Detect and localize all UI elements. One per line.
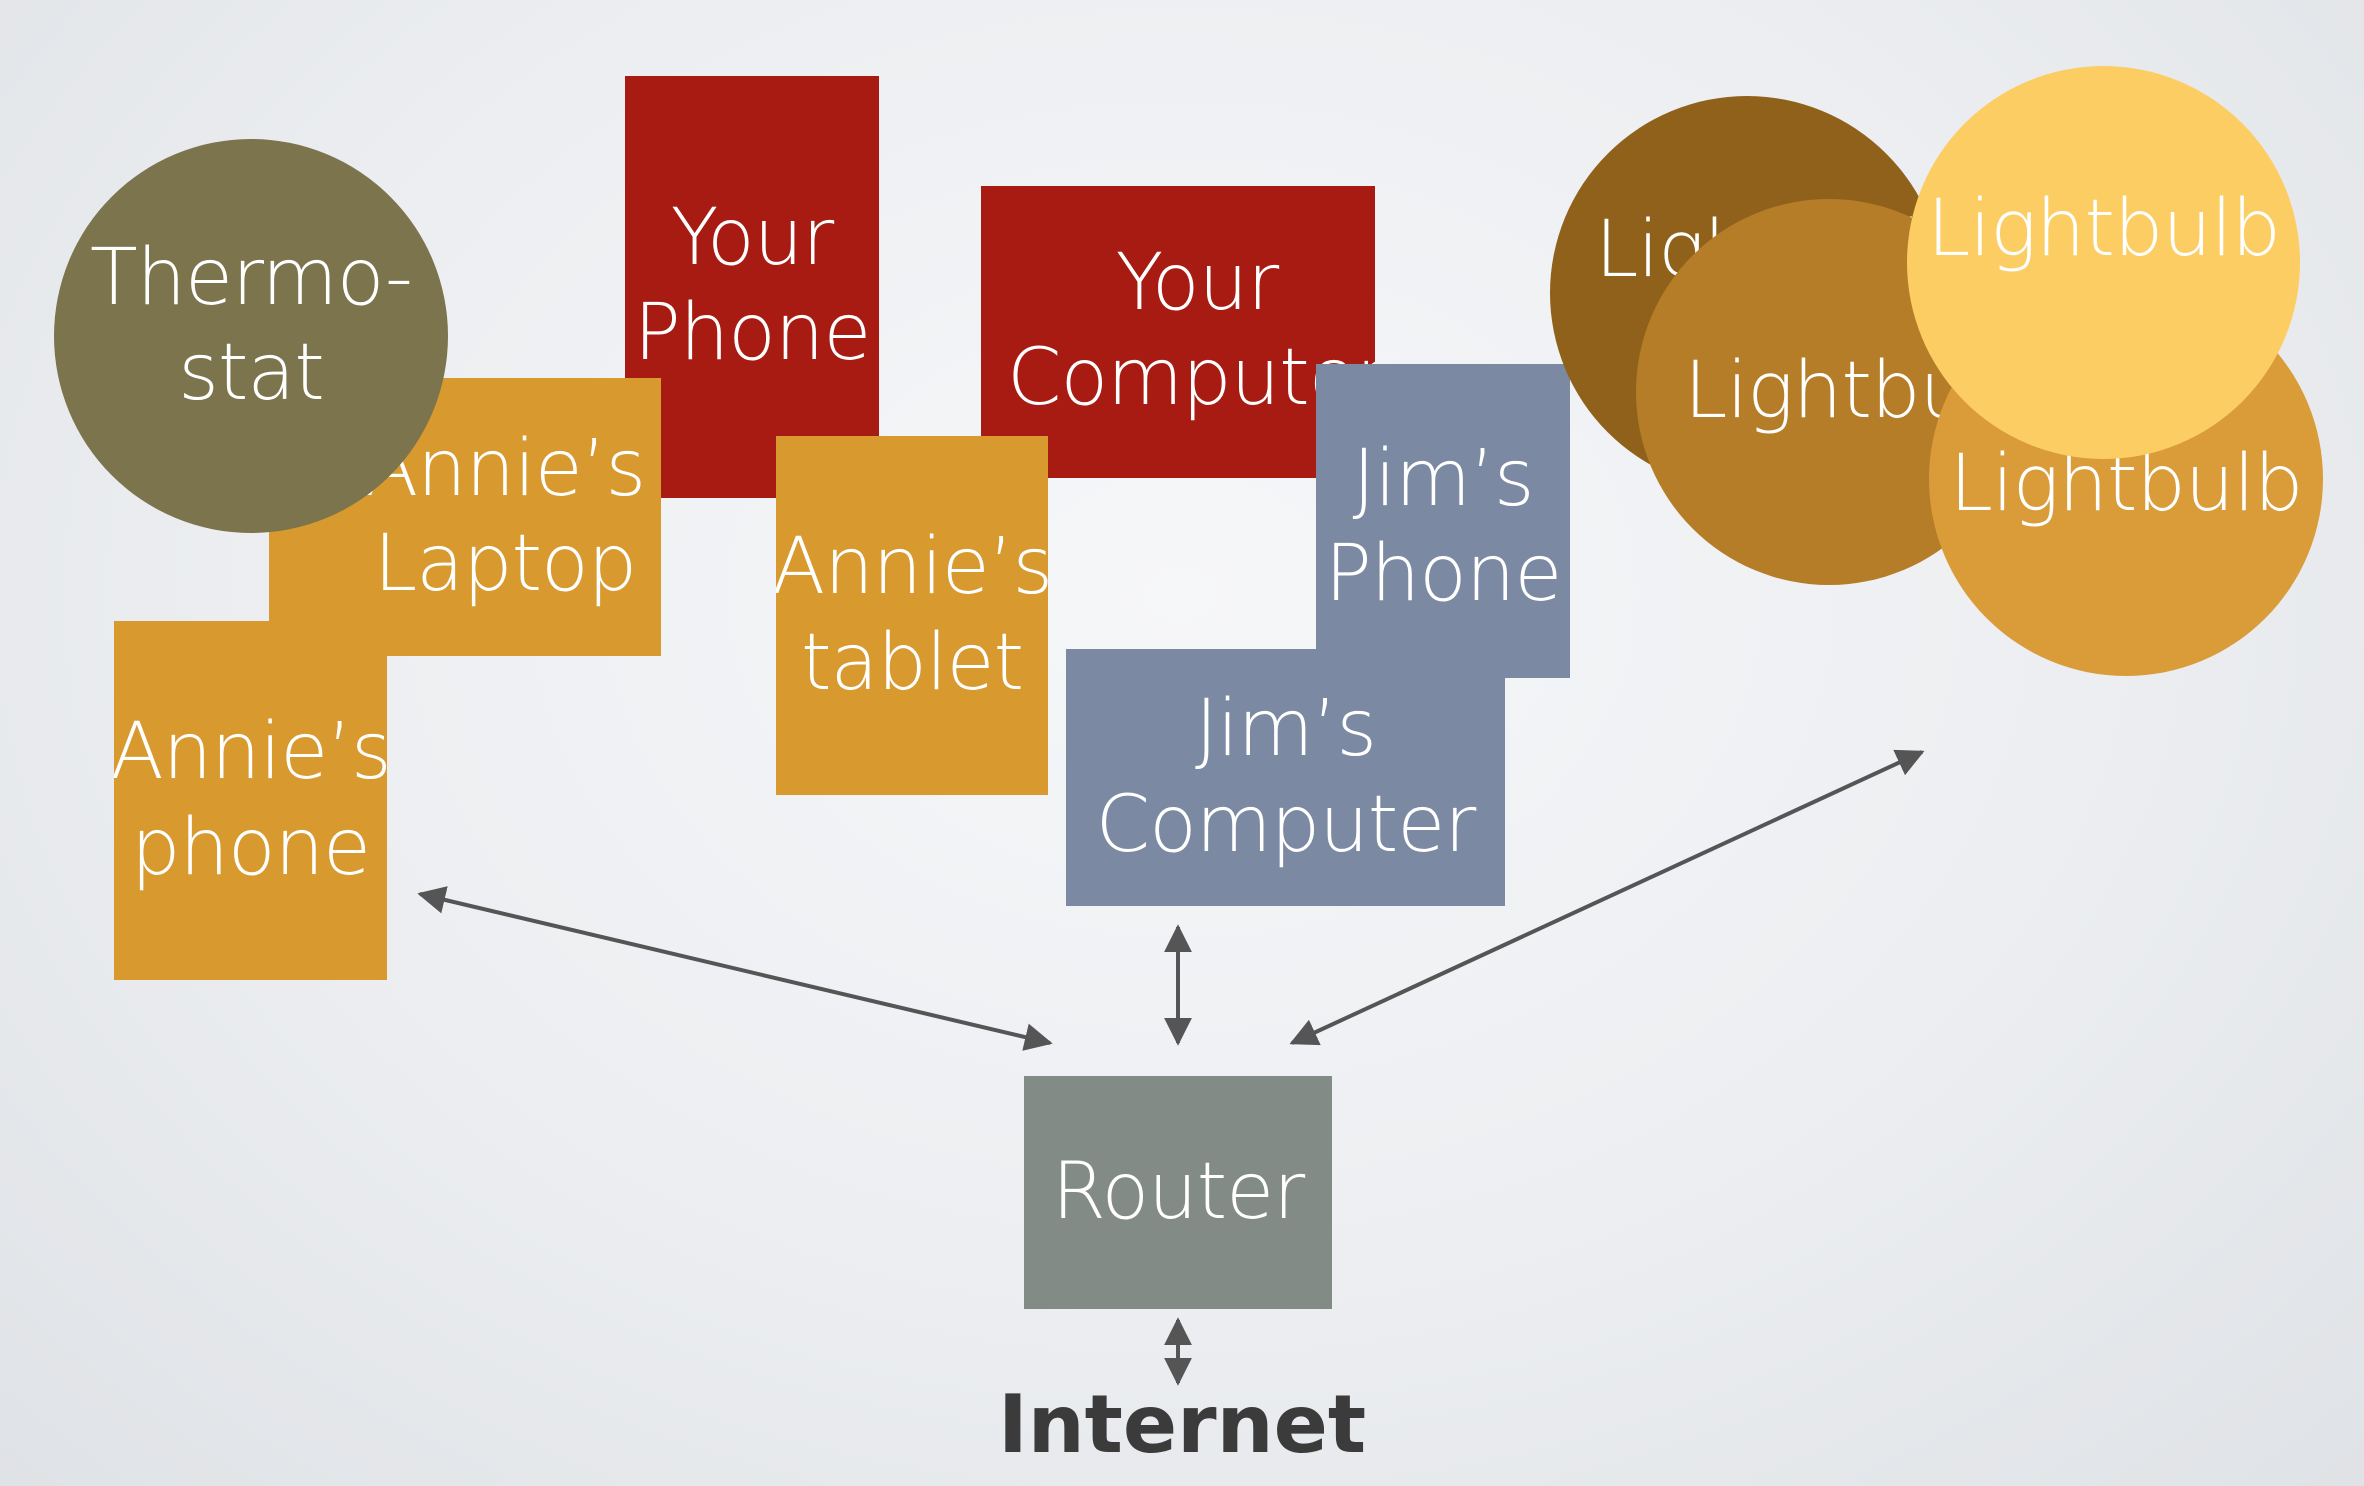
annies-laptop-node: Annie’s Laptop bbox=[269, 378, 661, 656]
annies-tablet-label: Annie’s tablet bbox=[776, 522, 1048, 708]
jims-computer-node: Jim’s Computer bbox=[1066, 649, 1505, 906]
annies-phone-label: Annie’s phone bbox=[114, 707, 387, 893]
annies-laptop-label: Annie’s Laptop bbox=[364, 423, 646, 609]
annies-phone-node: Annie’s phone bbox=[114, 621, 387, 980]
router-node: Router bbox=[1024, 1076, 1332, 1309]
arrow-annies-phone-router bbox=[417, 886, 1053, 1051]
internet-label: Internet bbox=[997, 1378, 1367, 1471]
annies-tablet-node: Annie’s tablet bbox=[776, 436, 1048, 795]
your-phone-node: Your Phone bbox=[625, 76, 879, 498]
lightbulb-node-4: Lightbulb bbox=[1907, 66, 2300, 459]
your-computer-node: Your Computer bbox=[981, 186, 1375, 478]
jims-phone-label: Jim’s Phone bbox=[1324, 434, 1563, 620]
lightbulb-label-4: Lightbulb bbox=[1926, 184, 2281, 275]
jims-computer-label: Jim’s Computer bbox=[1095, 684, 1477, 870]
jims-phone-node: Jim’s Phone bbox=[1316, 364, 1570, 678]
router-label: Router bbox=[1051, 1146, 1305, 1237]
thermostat-node: Thermo- stat bbox=[54, 139, 448, 533]
your-computer-label: Your Computer bbox=[1007, 238, 1375, 424]
thermostat-label: Thermo- stat bbox=[89, 232, 413, 418]
your-phone-label: Your Phone bbox=[633, 193, 872, 379]
